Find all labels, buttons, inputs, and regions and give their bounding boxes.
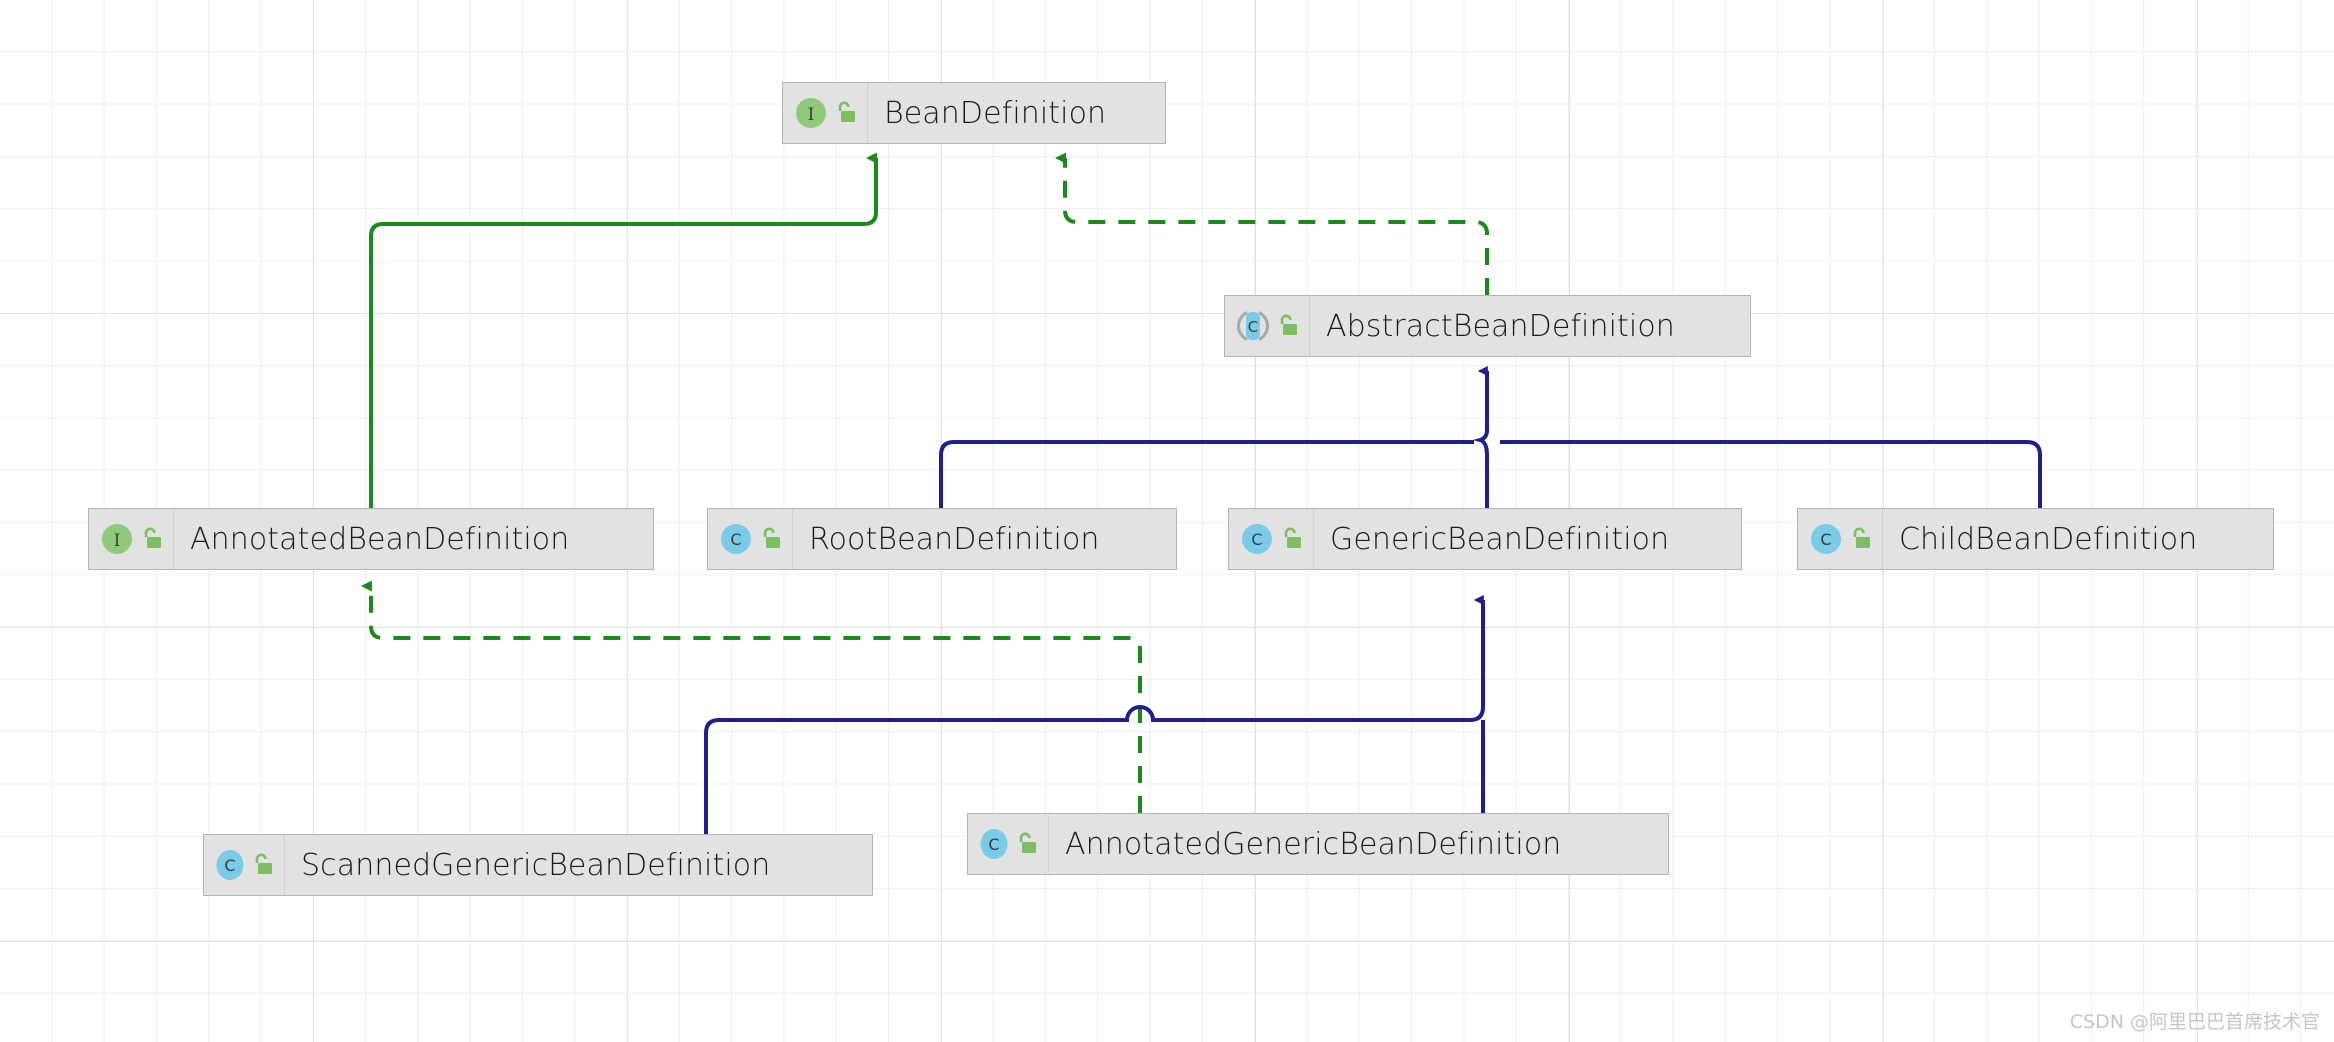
class-c-icon: C [216, 850, 244, 880]
node-label: RootBeanDefinition [809, 521, 1100, 557]
node-label: GenericBeanDefinition [1330, 521, 1670, 557]
unlocked-padlock-icon [1280, 314, 1297, 335]
node-label: AnnotatedBeanDefinition [190, 521, 570, 557]
node-beandefinition[interactable]: I BeanDefinition [782, 82, 1166, 144]
node-icon-group: C [1798, 509, 1883, 569]
unlocked-padlock-icon [838, 101, 855, 122]
edge-genericbeandefinition-to-abstractbeandefinition [1472, 366, 1489, 508]
node-genericbeandefinition[interactable]: C GenericBeanDefinition [1228, 508, 1742, 570]
node-label: BeanDefinition [884, 95, 1107, 131]
node-icon-group: C [968, 814, 1049, 874]
node-label: ScannedGenericBeanDefinition [301, 847, 771, 883]
node-annotatedbeandefinition[interactable]: I AnnotatedBeanDefinition [88, 508, 654, 570]
svg-text:C: C [1248, 318, 1258, 336]
node-scannedgenericbeandefinition[interactable]: C ScannedGenericBeanDefinition [203, 834, 873, 896]
interface-i-icon: I [102, 524, 132, 554]
svg-text:C: C [988, 835, 999, 854]
node-label: AnnotatedGenericBeanDefinition [1065, 826, 1562, 862]
unlocked-padlock-icon [1019, 832, 1036, 853]
edge-scannedgenericbeandefinition-to-genericbeandefinition [704, 595, 1485, 834]
node-icon-group: C [1225, 296, 1310, 356]
node-label: AbstractBeanDefinition [1326, 308, 1675, 344]
unlocked-padlock-icon [763, 527, 780, 548]
abstract-class-c-icon: C [1237, 311, 1269, 341]
node-childbeandefinition[interactable]: C ChildBeanDefinition [1797, 508, 2274, 570]
class-c-icon: C [1242, 524, 1272, 554]
node-annotatedgenericbeandefinition[interactable]: C AnnotatedGenericBeanDefinition [967, 813, 1669, 875]
node-icon-group: C [204, 835, 285, 895]
node-label: ChildBeanDefinition [1899, 521, 2198, 557]
csdn-watermark: CSDN @阿里巴巴首席技术官 [2069, 1011, 2320, 1033]
svg-text:C: C [1820, 530, 1831, 549]
node-rootbeandefinition[interactable]: C RootBeanDefinition [707, 508, 1177, 570]
unlocked-padlock-icon [1284, 527, 1301, 548]
svg-text:C: C [1251, 530, 1262, 549]
unlocked-padlock-icon [1853, 527, 1870, 548]
svg-text:I: I [808, 105, 815, 125]
edge-childbeandefinition-to-abstractbeandefinition [1500, 440, 2042, 508]
class-c-icon: C [1811, 524, 1841, 554]
class-c-icon: C [980, 829, 1008, 859]
class-c-icon: C [721, 524, 751, 554]
node-icon-group: C [708, 509, 793, 569]
edge-annotatedgenericbeandefinition-to-annotatedbeandefinition [360, 580, 1142, 813]
edge-rootbeandefinition-to-abstractbeandefinition [939, 440, 1474, 508]
node-icon-group: C [1229, 509, 1314, 569]
edge-annotatedbeandefinition-to-beandefinition [369, 152, 878, 508]
svg-text:C: C [730, 530, 741, 549]
node-abstractbeandefinition[interactable]: C AbstractBeanDefinition [1224, 295, 1751, 357]
unlocked-padlock-icon [144, 527, 161, 548]
unlocked-padlock-icon [255, 853, 272, 874]
svg-text:C: C [224, 856, 235, 875]
node-icon-group: I [783, 83, 868, 143]
svg-text:I: I [114, 531, 121, 551]
edge-abstractbeandefinition-to-beandefinition [1054, 152, 1489, 295]
node-icon-group: I [89, 509, 174, 569]
interface-i-icon: I [796, 98, 826, 128]
